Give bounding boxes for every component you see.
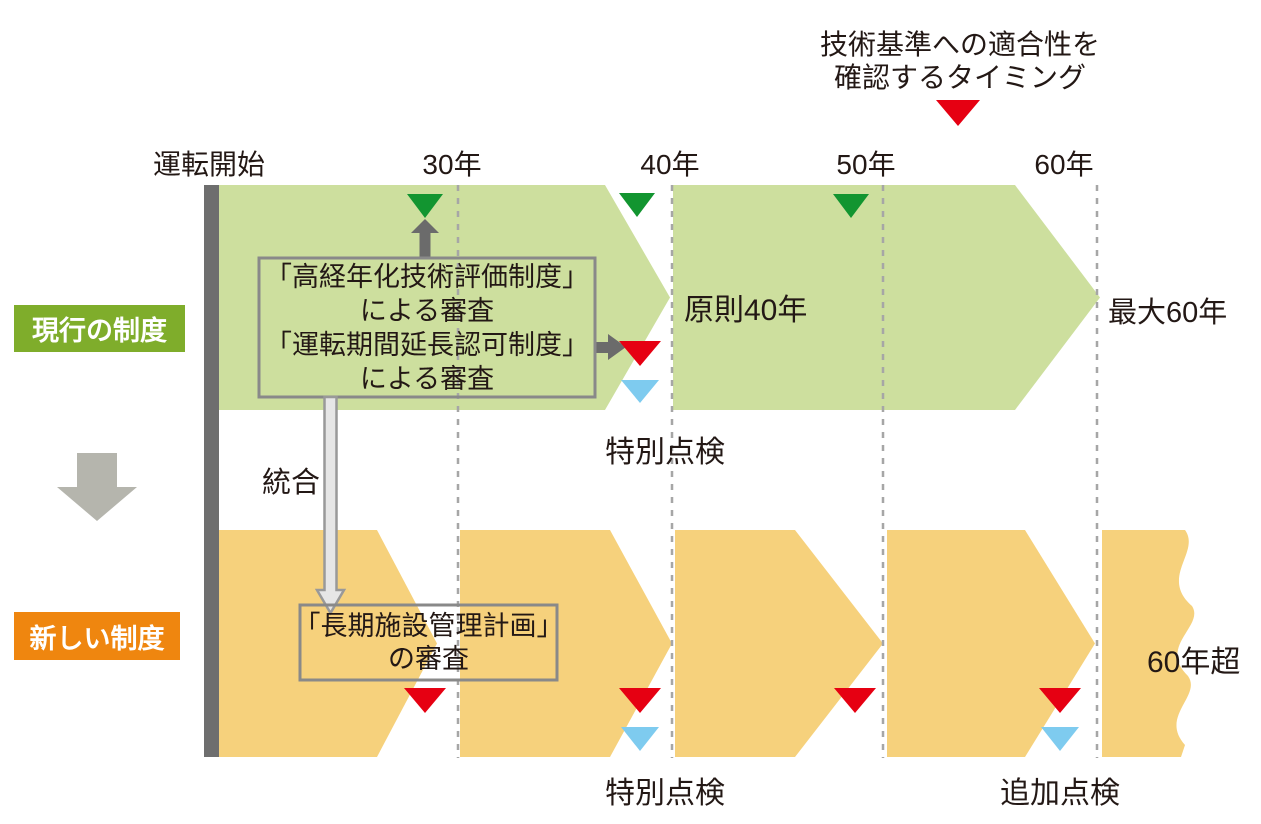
blue-triangle-green-band-icon <box>621 380 659 403</box>
current-review-line1: 「高経年化技術評価制度」 <box>265 261 589 292</box>
over-60y-label: 60年超 <box>1147 646 1241 679</box>
current-review-line3: 「運転期間延長認可制度」 <box>265 329 589 360</box>
review-box-right-arrow <box>595 334 626 360</box>
blue-triangle-orange-40y-icon <box>621 727 659 751</box>
current-system-badge: 現行の制度 <box>14 305 185 352</box>
timeline-label-30y: 30年 <box>422 149 482 180</box>
blue-triangle-orange-60y-icon <box>1041 727 1079 751</box>
legend-red-triangle-icon <box>936 100 980 126</box>
current-review-box-text: 「高経年化技術評価制度」 による審査 「運転期間延長認可制度」 による審査 <box>259 258 595 397</box>
red-triangle-orange-30y-icon <box>404 688 446 713</box>
green-triangle-50y-icon <box>833 194 869 218</box>
current-review-line2: による審査 <box>359 295 495 326</box>
current-review-line4: による審査 <box>359 363 495 394</box>
new-review-line2: の審査 <box>388 643 469 674</box>
red-triangle-orange-60y-icon <box>1039 688 1081 713</box>
green-triangle-40y-icon <box>619 193 655 217</box>
red-triangle-orange-50y-icon <box>834 688 876 713</box>
integration-arrow <box>314 395 347 616</box>
orange-band-segment-4 <box>887 530 1095 757</box>
new-system-badge: 新しい制度 <box>14 612 180 660</box>
green-triangle-30y-icon <box>407 194 443 218</box>
legend-caption-line2: 確認するタイミング <box>833 62 1086 93</box>
special-inspection-label-new: 特別点検 <box>605 777 725 810</box>
special-inspection-label-current: 特別点検 <box>605 436 725 469</box>
orange-band-segment-2 <box>460 530 672 757</box>
timeline-label-40y: 40年 <box>640 149 700 180</box>
timeline-label-60y: 60年 <box>1034 149 1094 180</box>
max-60y-label: 最大60年 <box>1108 297 1228 329</box>
legend-caption-line1: 技術基準への適合性を <box>819 29 1100 60</box>
review-box-up-arrow <box>411 219 439 258</box>
integration-label: 統合 <box>262 467 321 499</box>
new-review-line1: 「長期施設管理計画」 <box>293 610 564 641</box>
operation-start-bar <box>204 185 219 757</box>
green-band-segment-1 <box>219 185 670 410</box>
current-review-box <box>257 256 597 399</box>
transition-down-arrow <box>57 453 137 521</box>
orange-band-segment-3 <box>675 530 883 757</box>
legend-caption: 技術基準への適合性を 確認するタイミング <box>790 28 1130 94</box>
additional-inspection-label: 追加点検 <box>1000 777 1120 810</box>
timeline-label-start: 運転開始 <box>152 149 265 180</box>
orange-band-segment-over60-wavy <box>1102 530 1195 757</box>
new-review-box-text: 「長期施設管理計画」 の審査 <box>294 605 564 680</box>
new-review-box <box>298 603 559 682</box>
green-band-segment-2 <box>673 185 1100 410</box>
red-triangle-orange-40y-icon <box>619 688 661 713</box>
orange-band-segment-1 <box>219 530 437 757</box>
principle-40y-label: 原則40年 <box>684 294 808 327</box>
red-triangle-green-band-icon <box>619 341 661 366</box>
timeline-label-50y: 50年 <box>836 149 896 180</box>
